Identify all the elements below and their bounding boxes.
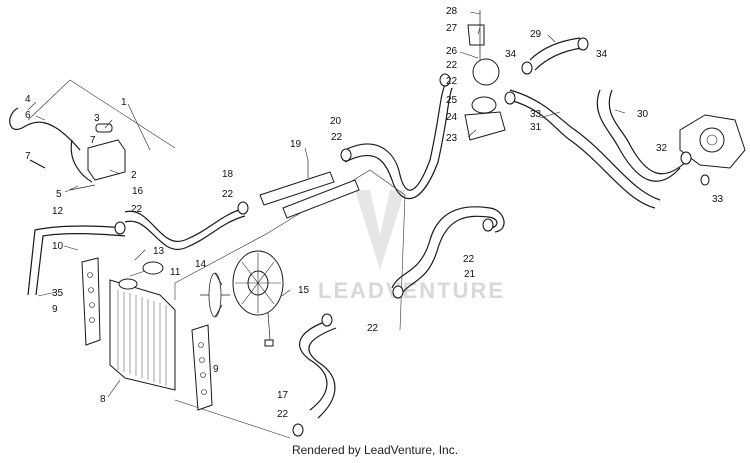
callout-28: 28 [446, 6, 458, 17]
watermark-logo: LEADVENTURE [318, 190, 505, 303]
callout-15: 15 [298, 285, 310, 296]
callout-7a: 7 [90, 135, 96, 146]
callout-5: 5 [56, 189, 62, 200]
callout-13: 13 [153, 246, 165, 257]
callout-14: 14 [195, 259, 207, 270]
callout-3: 3 [94, 113, 100, 124]
callout-31: 31 [530, 122, 542, 133]
overflow-reservoir [9, 107, 126, 191]
callout-8: 8 [100, 394, 106, 405]
callout-25: 25 [446, 95, 458, 106]
callout-34a: 34 [505, 49, 517, 60]
footer-credit: Rendered by LeadVenture, Inc. [291, 443, 459, 457]
callout-17: 17 [277, 390, 289, 401]
callout-21: 21 [464, 269, 476, 280]
callout-35: 35 [52, 288, 64, 299]
callout-12: 12 [52, 206, 64, 217]
callout-1: 1 [121, 97, 127, 108]
radiator-brackets [81, 257, 213, 411]
coolant-tubes [259, 160, 360, 219]
cooling-fan [200, 250, 284, 347]
callout-22a: 22 [222, 189, 234, 200]
callout-9a: 9 [52, 304, 58, 315]
thermostat-housing [464, 10, 506, 141]
callout-26: 26 [446, 46, 458, 57]
callout-34b: 34 [596, 49, 608, 60]
callout-27: 27 [446, 23, 458, 34]
callout-6: 6 [25, 110, 31, 121]
callout-22f: 22 [277, 409, 289, 420]
callout-4: 4 [25, 94, 31, 105]
callout-20: 20 [330, 116, 342, 127]
callout-22b: 22 [331, 132, 343, 143]
callout-2: 2 [131, 170, 137, 181]
watermark-text: LEADVENTURE [318, 278, 505, 303]
callout-24: 24 [446, 112, 458, 123]
callout-32: 32 [656, 143, 668, 154]
callout-33b: 33 [712, 194, 724, 205]
leader-lines [27, 11, 626, 398]
coolant-hoses [27, 37, 689, 419]
callout-29: 29 [530, 29, 542, 40]
callout-22e: 22 [367, 323, 379, 334]
callout-7b: 7 [25, 151, 31, 162]
callout-11: 11 [170, 267, 181, 278]
callout-23: 23 [446, 133, 458, 144]
callout-22g: 22 [446, 60, 458, 71]
callout-18: 18 [222, 169, 234, 180]
callout-16: 16 [132, 186, 144, 197]
hose-clamps [114, 37, 710, 437]
fan-blade [200, 272, 230, 318]
radiator [109, 261, 176, 391]
callout-22d: 22 [463, 254, 475, 265]
assembly-frames [27, 79, 406, 439]
callout-22h: 22 [446, 76, 458, 87]
callout-19: 19 [290, 139, 302, 150]
callout-10: 10 [52, 241, 64, 252]
callout-labels: 1 2 3 4 5 6 7 7 8 9 9 10 11 12 13 14 15 … [25, 6, 724, 420]
water-pump [679, 114, 746, 169]
callout-9b: 9 [213, 364, 219, 375]
callout-30: 30 [637, 109, 649, 120]
callout-22c: 22 [131, 204, 143, 215]
callout-33a: 33 [530, 109, 542, 120]
